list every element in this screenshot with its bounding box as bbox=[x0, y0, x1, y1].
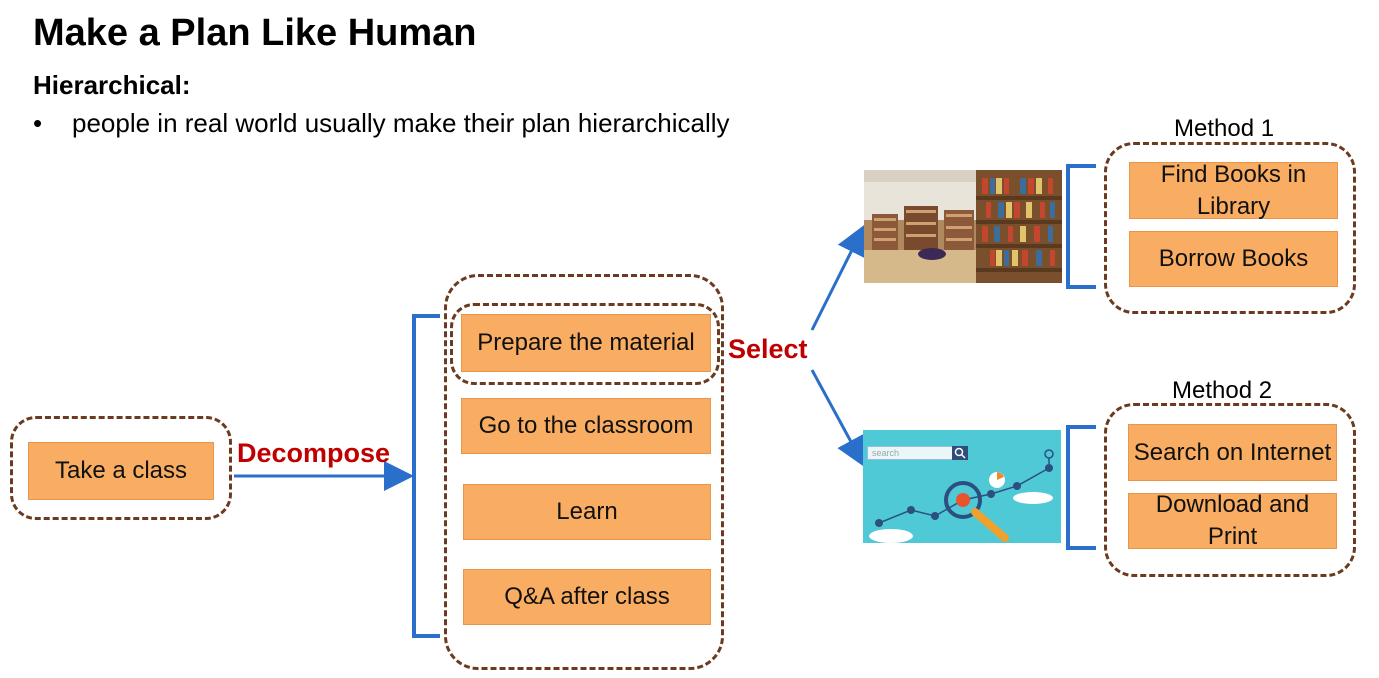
select-arrow-up bbox=[810, 224, 865, 331]
bullet-symbol: • bbox=[33, 108, 43, 138]
method1-step-find-books: Find Books in Library bbox=[1129, 161, 1338, 220]
method2-step-search-internet: Search on Internet bbox=[1128, 424, 1337, 481]
selected-subtask-highlight bbox=[450, 303, 720, 385]
subtask-learn: Learn bbox=[463, 484, 711, 540]
method2-bracket bbox=[1066, 425, 1096, 550]
root-task-box: Take a class bbox=[28, 442, 214, 500]
method1-bracket bbox=[1066, 164, 1096, 289]
slide-title: Make a Plan Like Human bbox=[33, 12, 477, 54]
method1-step-borrow-books: Borrow Books bbox=[1129, 231, 1338, 287]
method2-group bbox=[1104, 403, 1356, 577]
method1-group bbox=[1104, 142, 1356, 314]
select-label: Select bbox=[728, 334, 808, 364]
method2-label: Method 2 bbox=[1172, 377, 1273, 404]
search-icon bbox=[952, 446, 968, 460]
search-bar: search bbox=[867, 446, 953, 460]
subtask-bracket bbox=[412, 314, 440, 638]
root-task-group bbox=[10, 416, 232, 520]
internet-search-image: search bbox=[863, 430, 1061, 543]
decompose-label: Decompose bbox=[237, 438, 391, 468]
method2-step-download-print: Download and Print bbox=[1128, 491, 1337, 550]
slide-subtitle: Hierarchical: bbox=[33, 70, 191, 100]
subtask-go-to-classroom: Go to the classroom bbox=[461, 398, 711, 454]
subtask-qa-after-class: Q&A after class bbox=[463, 569, 711, 625]
library-image bbox=[864, 170, 1062, 283]
method1-label: Method 1 bbox=[1174, 115, 1275, 142]
search-placeholder: search bbox=[872, 448, 900, 458]
bullet-text: people in real world usually make their … bbox=[72, 108, 730, 138]
subtasks-group bbox=[444, 274, 724, 670]
subtask-prepare-material: Prepare the material bbox=[461, 314, 711, 372]
select-arrow-down bbox=[810, 369, 865, 468]
